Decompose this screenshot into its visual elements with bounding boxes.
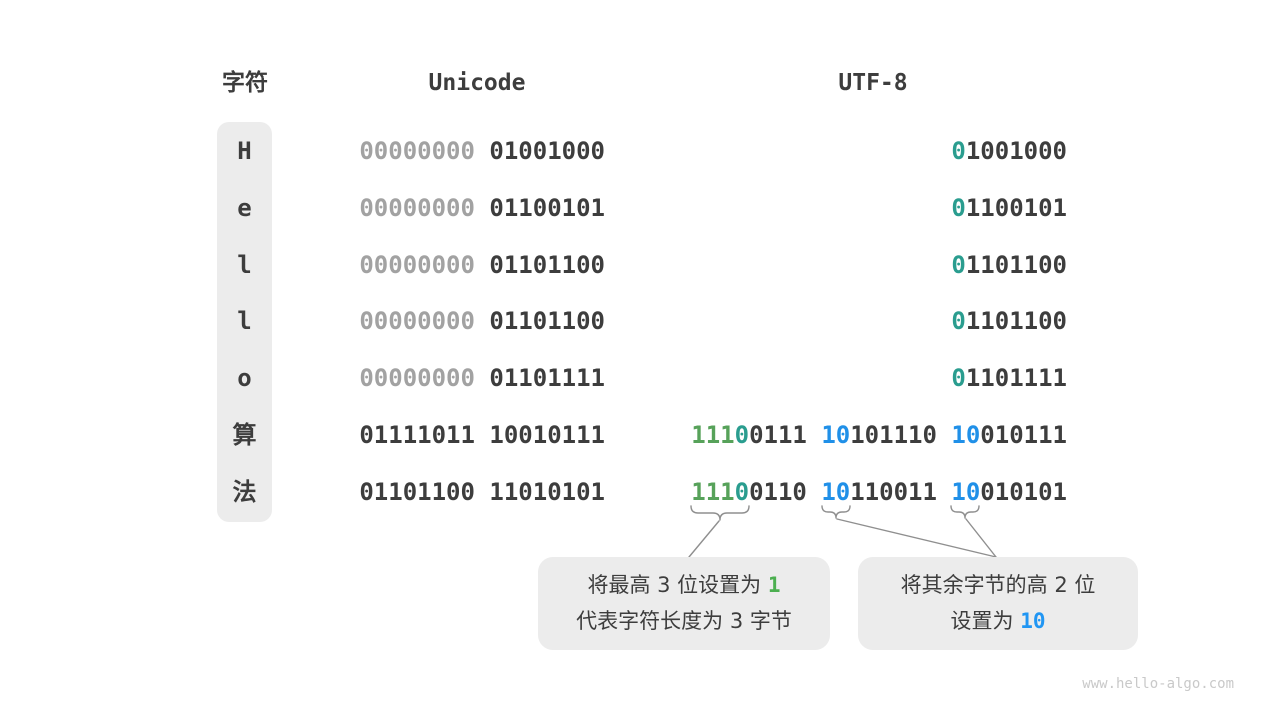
connector-line-cont-1 — [836, 518, 997, 558]
text-segment: 01100101 — [474, 193, 605, 222]
text-segment: 00000000 — [359, 364, 475, 393]
text-segment: 01111011 10010111 — [359, 421, 605, 449]
column-header-unicode: Unicode — [428, 70, 526, 96]
text-segment: 0110 — [749, 477, 822, 506]
text-segment: 10 — [951, 477, 981, 506]
text-segment: 10 — [821, 477, 851, 506]
unicode-value: 01111011 10010111 — [359, 419, 605, 451]
unicode-value: 00000000 01100101 — [359, 192, 605, 224]
text-segment: 111 — [691, 477, 735, 506]
text-segment: 0 — [951, 307, 966, 336]
text-segment: 1101100 — [965, 307, 1067, 336]
utf8-value: 01001000 — [951, 135, 1067, 167]
unicode-value: 01101100 11010101 — [359, 476, 605, 508]
unicode-value: 00000000 01101100 — [359, 305, 605, 337]
utf8-value: 01101100 — [951, 249, 1067, 281]
text-segment: 110011 — [850, 477, 952, 506]
text-segment: 将其余字节的高 2 位 — [900, 573, 1096, 597]
connector-line-cont-2 — [965, 518, 997, 558]
text-segment: 01101100 — [474, 307, 605, 336]
utf8-value: 01100101 — [951, 192, 1067, 224]
text-segment: 00000000 — [359, 137, 475, 165]
text-segment: 01101100 — [474, 250, 605, 279]
underbrace-lead-bits — [690, 505, 750, 521]
char-label: 算 — [232, 421, 257, 449]
unicode-value: 00000000 01101111 — [359, 362, 605, 394]
callout-cont-line2: 设置为 10 — [951, 605, 1046, 638]
text-segment: 01101100 11010101 — [359, 477, 605, 506]
text-segment: 10 — [951, 421, 981, 449]
column-header-utf8: UTF-8 — [838, 70, 908, 96]
text-segment: 代表字符长度为 3 字节 — [576, 609, 792, 633]
char-label: H — [237, 137, 252, 165]
utf8-value: 11100111 10101110 10010111 — [691, 419, 1067, 451]
text-segment: 1101111 — [965, 364, 1067, 393]
underbrace-cont-bits-2 — [950, 505, 980, 519]
connector-line-lead — [688, 520, 720, 558]
text-segment: 1001000 — [965, 137, 1067, 165]
text-segment: 00000000 — [359, 307, 475, 336]
unicode-value: 00000000 01101100 — [359, 249, 605, 281]
text-segment: 010101 — [980, 477, 1067, 506]
char-label: l — [237, 307, 252, 336]
text-segment: 010111 — [980, 421, 1067, 449]
text-segment: 0 — [734, 477, 750, 506]
callout-cont-line1: 将其余字节的高 2 位 — [901, 569, 1096, 602]
char-label: l — [237, 250, 252, 279]
text-segment: 101110 — [850, 421, 952, 449]
text-segment: 0 — [951, 193, 966, 222]
text-segment: 111 — [691, 421, 735, 449]
unicode-value: 00000000 01001000 — [359, 135, 605, 167]
char-label: e — [237, 193, 252, 222]
callout-lead-line1: 将最高 3 位设置为 1 — [587, 569, 780, 602]
character-column-strip — [217, 122, 272, 522]
char-label: o — [237, 364, 252, 393]
text-segment: 10 — [821, 421, 851, 449]
text-segment: 01101111 — [474, 364, 605, 393]
text-segment: 10 — [1020, 609, 1046, 633]
text-segment: 1100101 — [965, 193, 1067, 222]
underbrace-cont-bits-1 — [821, 505, 851, 519]
text-segment: 1101100 — [965, 250, 1067, 279]
callout-continuation-byte: 将其余字节的高 2 位 设置为 10 — [858, 557, 1138, 650]
text-segment: 0 — [951, 364, 966, 393]
utf8-value: 11100110 10110011 10010101 — [691, 476, 1067, 508]
text-segment: 0 — [734, 421, 750, 449]
text-segment: 0 — [951, 250, 966, 279]
text-segment: 0 — [951, 137, 966, 165]
text-segment: 01001000 — [474, 137, 605, 165]
utf8-value: 01101111 — [951, 362, 1067, 394]
utf8-value: 01101100 — [951, 305, 1067, 337]
column-header-character: 字符 — [222, 70, 268, 96]
text-segment: 00000000 — [359, 193, 475, 222]
callout-lead-byte: 将最高 3 位设置为 1 代表字符长度为 3 字节 — [538, 557, 830, 650]
text-segment: 1 — [767, 573, 781, 597]
watermark: www.hello-algo.com — [1082, 676, 1234, 692]
text-segment: 将最高 3 位设置为 — [587, 573, 768, 597]
callout-lead-line2: 代表字符长度为 3 字节 — [576, 605, 792, 638]
char-label: 法 — [232, 477, 257, 506]
text-segment: 0111 — [749, 421, 822, 449]
text-segment: 设置为 — [950, 609, 1021, 633]
text-segment: 00000000 — [359, 250, 475, 279]
